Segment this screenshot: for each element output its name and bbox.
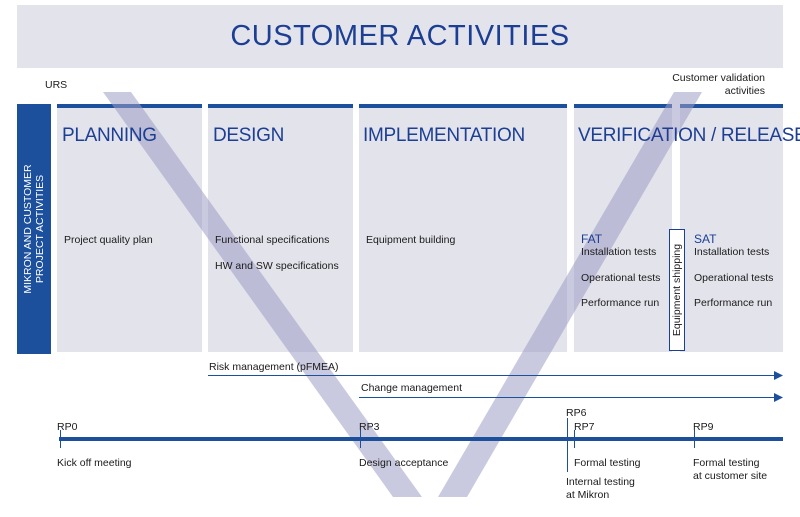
header-band (17, 5, 783, 68)
timeline-tick-rp9 (694, 430, 695, 448)
change-management-arrow-icon (774, 393, 783, 402)
fat-item: Performance run (581, 297, 660, 309)
side-bar (17, 104, 51, 354)
design-item: Functional specifications (215, 234, 330, 246)
risk-management-arrow-icon (774, 371, 783, 380)
sat-item: Installation tests (694, 246, 770, 258)
timeline-bar (59, 437, 783, 441)
implementation-item: Equipment building (366, 234, 456, 246)
phase-title-planning: PLANNING (62, 125, 157, 146)
rp0-desc: Kick off meeting (57, 457, 132, 469)
rp6-label: RP6 (566, 407, 587, 419)
timeline-tick-rp6 (567, 418, 568, 472)
timeline-tick-rp7 (574, 430, 575, 448)
fat-item: Operational tests (581, 272, 661, 284)
risk-management-label: Risk management (pFMEA) (209, 361, 339, 373)
change-management-line (359, 397, 776, 398)
rp3-label: RP3 (359, 421, 380, 433)
rp7-label: RP7 (574, 421, 595, 433)
rp9-label: RP9 (693, 421, 714, 433)
side-label: MIKRON AND CUSTOMER PROJECT ACTIVITIES (22, 164, 46, 294)
change-management-label: Change management (361, 382, 462, 394)
timeline-tick-rp3 (360, 430, 361, 448)
rp6-desc: Internal testing at Mikron (566, 476, 635, 501)
fat-label: FAT (581, 232, 603, 246)
rp7-desc: Formal testing (574, 457, 641, 469)
page-title: CUSTOMER ACTIVITIES (230, 20, 570, 52)
sat-item: Operational tests (694, 272, 774, 284)
customer-validation-label: Customer validation activities (672, 72, 765, 97)
sat-label: SAT (694, 232, 717, 246)
rp0-label: RP0 (57, 421, 78, 433)
phase-title-design: DESIGN (213, 125, 285, 146)
equipment-shipping-label: Equipment shipping (671, 243, 683, 337)
sat-item: Performance run (694, 297, 773, 309)
rp9-desc: Formal testing at customer site (693, 457, 768, 482)
phase-title-verification: VERIFICATION / RELEASE (578, 125, 800, 146)
planning-item: Project quality plan (64, 234, 153, 246)
fat-item: Installation tests (581, 246, 657, 258)
timeline-tick-rp0 (60, 430, 61, 448)
design-item: HW and SW specifications (215, 260, 339, 272)
urs-label: URS (45, 79, 68, 91)
rp3-desc: Design acceptance (359, 457, 449, 469)
phase-title-implementation: IMPLEMENTATION (363, 125, 525, 146)
risk-management-line (208, 375, 776, 376)
equipment-shipping-box (669, 229, 685, 351)
